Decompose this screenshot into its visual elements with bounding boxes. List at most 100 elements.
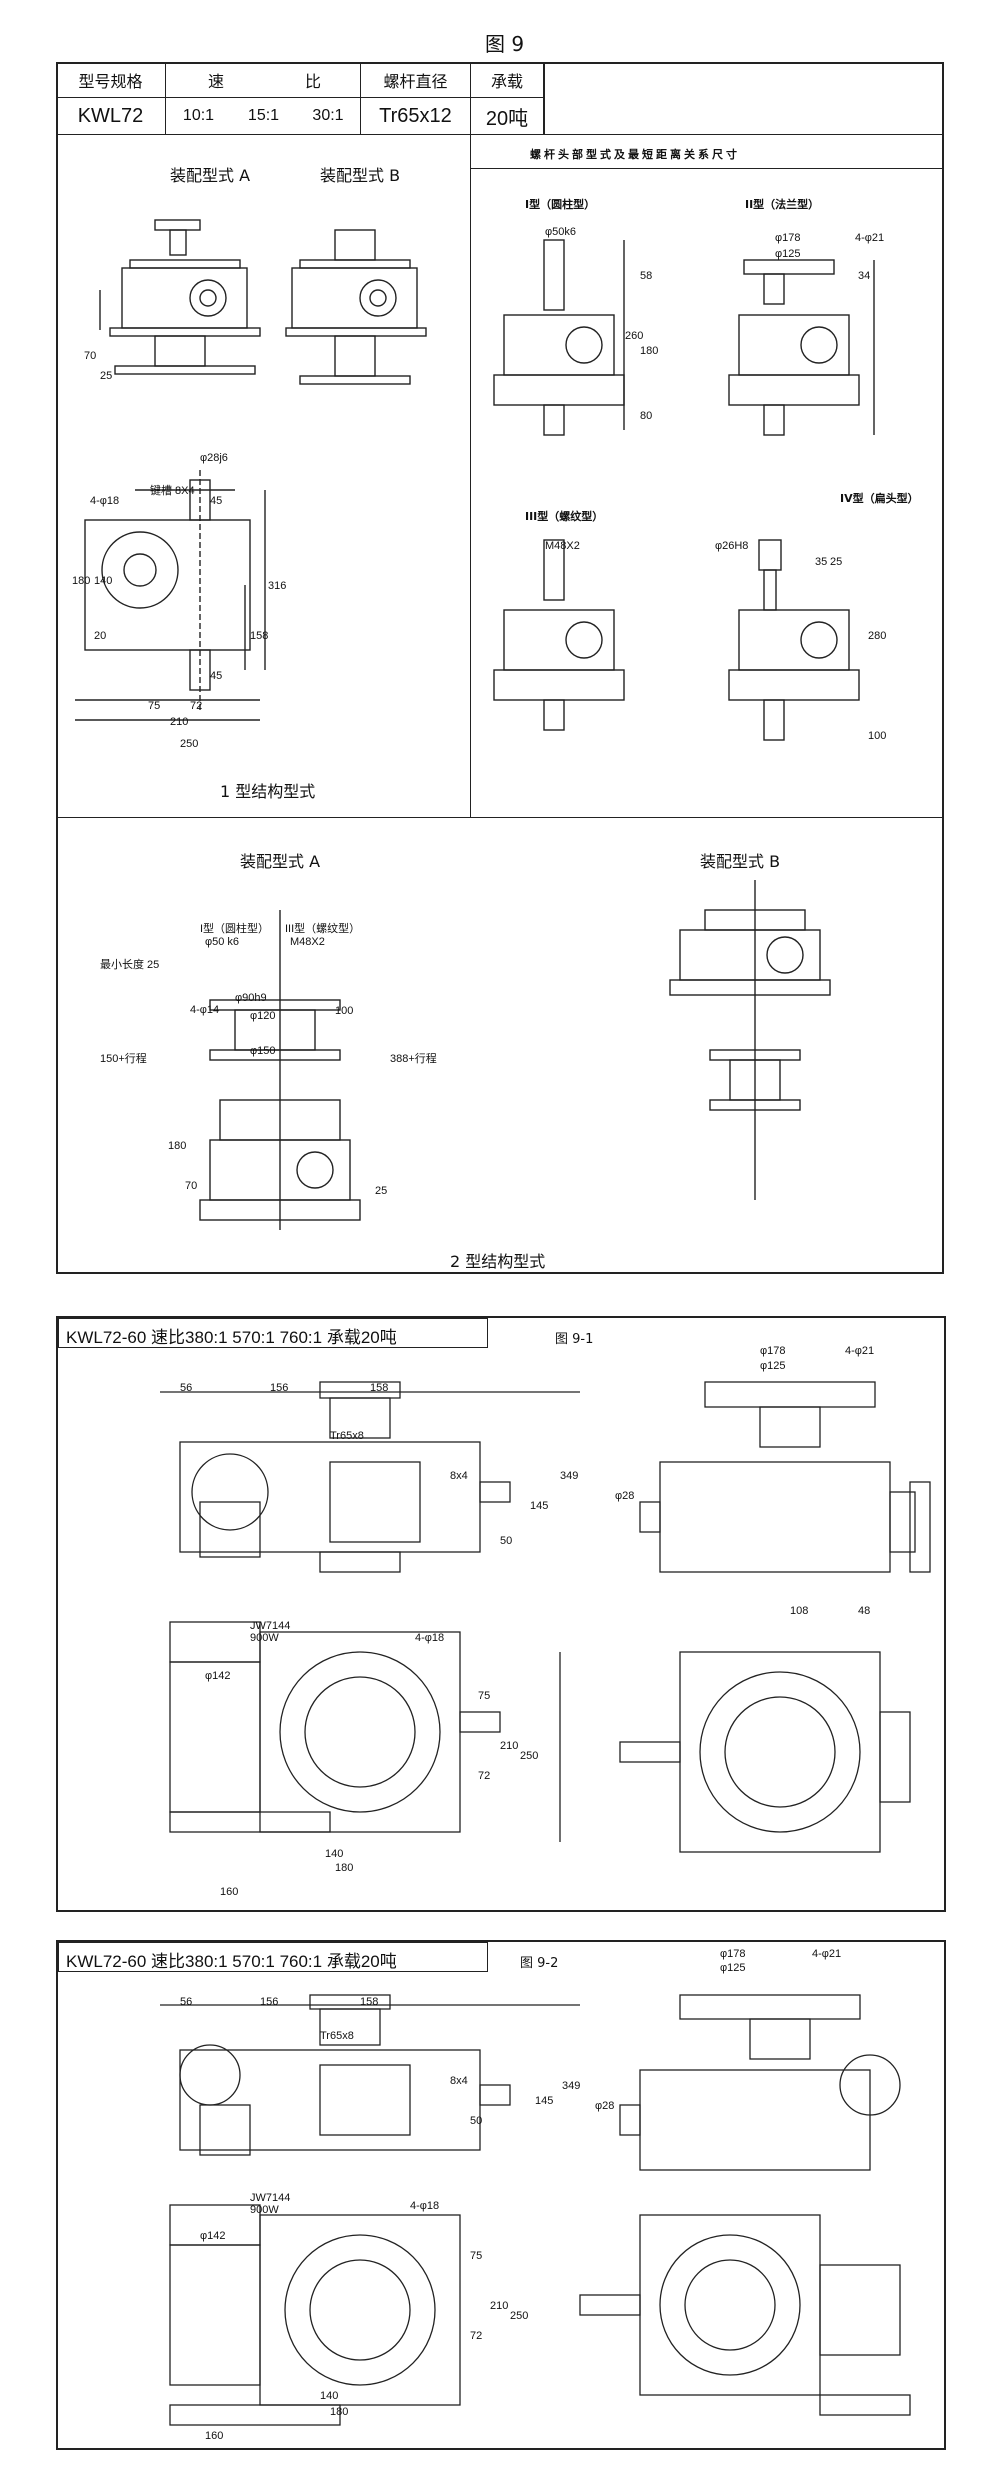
header-speed: 速 <box>166 62 266 98</box>
f91-dim-349: 349 <box>560 1470 579 1482</box>
cell-ratio-2: 15:1 <box>247 107 280 124</box>
f91-dim-125: φ125 <box>760 1360 786 1372</box>
f91-dim-156: 156 <box>270 1382 289 1394</box>
plan-view-drawing <box>75 470 266 721</box>
f91-dim-160: 160 <box>220 1886 239 1898</box>
p1-dim-holes: 4-φ18 <box>90 495 120 507</box>
right-panel-title-rule <box>470 168 944 169</box>
figure-9-1-header: KWL72-60 速比380:1 570:1 760:1 承载20吨 <box>66 1328 397 1347</box>
type-1-label: I型（圆柱型） <box>525 198 596 211</box>
f91-dim-158: 158 <box>370 1382 389 1394</box>
f92-dim-142: φ142 <box>200 2230 226 2242</box>
cell-load: 20吨 <box>471 98 544 134</box>
p2-dim-180: 180 <box>168 1140 187 1152</box>
f91-dim-250: 250 <box>520 1750 539 1762</box>
p2-dim-388-stroke: 388+行程 <box>390 1053 437 1065</box>
r-dim-80: 80 <box>640 410 653 422</box>
p1-dim-180: 180 <box>72 575 91 587</box>
f92-dim-56: 56 <box>180 1996 193 2008</box>
type-2-label: II型（法兰型） <box>745 198 820 211</box>
f91-dim-motor: JW7144 <box>250 1620 291 1632</box>
f91-dim-56: 56 <box>180 1382 193 1394</box>
f91-dim-180: 180 <box>335 1862 354 1874</box>
f91-dim-4-21: 4-φ21 <box>845 1345 875 1357</box>
r-dim-50k6: φ50k6 <box>545 226 576 238</box>
f91-dim-210: 210 <box>500 1740 519 1752</box>
f92-dim-900w: 900W <box>250 2204 279 2216</box>
p1-dim-72: 72 <box>190 700 203 712</box>
figure-9-2-drawings <box>160 1994 911 2426</box>
cell-ratio-3: 30:1 <box>296 98 361 134</box>
figure-9-frame <box>56 62 944 1274</box>
p2-dim-4-14: 4-φ14 <box>190 1004 220 1016</box>
f91-dim-900w: 900W <box>250 1632 279 1644</box>
spec-table: 型号规格 速 比 螺杆直径 承载 KWL72 10:1 15:1 30:1 Tr… <box>56 62 544 134</box>
p2-dim-150: φ150 <box>250 1045 276 1057</box>
figure-9-1-header-box <box>58 1318 488 1348</box>
p1-dim-45b: 45 <box>210 670 223 682</box>
p2-dim-70: 70 <box>185 1180 198 1192</box>
p2-min-length: 最小长度 25 <box>100 959 160 971</box>
f92-dim-75: 75 <box>470 2250 483 2262</box>
f92-dim-tr65: Tr65x8 <box>320 2030 354 2042</box>
header-screw: 螺杆直径 <box>361 62 471 98</box>
f92-dim-210: 210 <box>490 2300 509 2312</box>
f91-dim-72: 72 <box>478 1770 491 1782</box>
panel1-caption: 1 型结构型式 <box>220 782 316 801</box>
right-panel-drawings <box>493 239 875 741</box>
panel1-mount-a: 装配型式 A <box>170 166 251 185</box>
p2-dim-150-stroke: 150+行程 <box>100 1053 147 1065</box>
f91-dim-178: φ178 <box>760 1345 786 1357</box>
p1-dim-45a: 45 <box>210 495 223 507</box>
r-dim-34: 34 <box>858 270 871 282</box>
figure-9-title: 图 9 <box>485 32 525 56</box>
r-dim-180: 180 <box>640 345 659 357</box>
p1-dim-210: 210 <box>170 716 189 728</box>
f91-plan-right <box>619 1651 911 1853</box>
figure-9-1-frame <box>56 1316 946 1912</box>
panel2-mount-a: 装配型式 A <box>240 852 321 871</box>
p1-dim-28j6: φ28j6 <box>200 452 228 464</box>
f91-dim-48: 48 <box>858 1605 871 1617</box>
f91-dim-tr65: Tr65x8 <box>330 1430 364 1442</box>
type-4-drawing <box>728 539 860 741</box>
p2-dim-100: 100 <box>335 1005 354 1017</box>
r-dim-26h8: φ26H8 <box>715 540 749 552</box>
header-right-divider <box>544 62 545 134</box>
r-dim-58: 58 <box>640 270 653 282</box>
r-dim-178: φ178 <box>775 232 801 244</box>
f91-dim-145: 145 <box>530 1500 549 1512</box>
p2-type1-label: I型（圆柱型） <box>200 923 270 935</box>
r-dim-35: 35 <box>815 556 828 568</box>
p1-dim-140: 140 <box>94 575 113 587</box>
right-panel-title: 螺杆头部型式及最短距离关系尺寸 <box>530 148 740 161</box>
f92-dim-349: 349 <box>562 2080 581 2092</box>
f91-plan-view <box>169 1621 561 1842</box>
f92-dim-holes: 4-φ18 <box>410 2200 440 2212</box>
r-dim-4-21: 4-φ21 <box>855 232 885 244</box>
cell-model: KWL72 <box>56 98 166 134</box>
f92-dim-158: 158 <box>360 1996 379 2008</box>
f91-side-view <box>639 1381 931 1573</box>
type-2-drawing <box>728 259 875 436</box>
p1-dim-25: 25 <box>100 370 113 382</box>
f92-dim-motor: JW7144 <box>250 2192 291 2204</box>
header-divider <box>56 134 944 135</box>
panel2-caption: 2 型结构型式 <box>450 1252 546 1271</box>
r-dim-125: φ125 <box>775 248 801 260</box>
type-3-label: III型（螺纹型） <box>525 510 604 523</box>
p2-dim-50k6: φ50 k6 <box>205 936 240 948</box>
f91-dim-50: 50 <box>500 1535 513 1547</box>
panel1-drawings <box>75 219 427 721</box>
p2-type3-label: III型（螺纹型） <box>285 923 361 935</box>
r-dim-25: 25 <box>830 556 843 568</box>
f92-dim-145: 145 <box>535 2095 554 2107</box>
f92-dim-160: 160 <box>205 2430 224 2442</box>
f92-dim-125: φ125 <box>720 1962 746 1974</box>
f92-plan-right <box>579 2214 911 2416</box>
f91-dim-142: φ142 <box>205 1670 231 1682</box>
header-model: 型号规格 <box>56 62 166 98</box>
r-dim-280: 280 <box>868 630 887 642</box>
figure-9-2-frame <box>56 1940 946 2450</box>
type-1-drawing <box>493 239 625 436</box>
